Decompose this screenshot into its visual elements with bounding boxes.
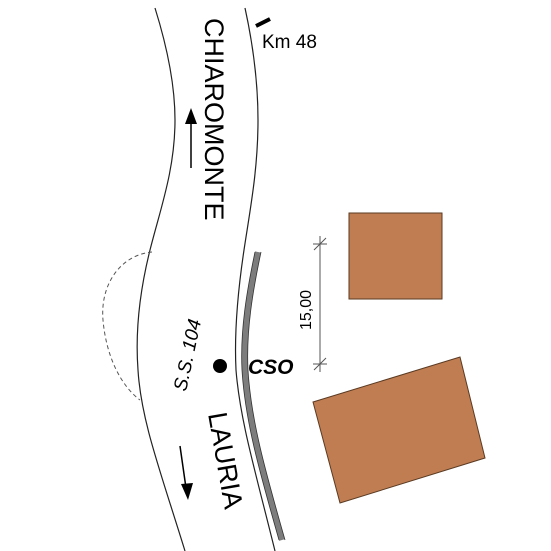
road-right-edge	[234, 7, 276, 551]
km-marker-label: Km 48	[262, 32, 317, 53]
building-north	[348, 212, 443, 300]
arrow-north-icon	[185, 108, 197, 168]
direction-south-label: LAURIA	[202, 410, 248, 511]
barrier-outline-outer	[247, 251, 286, 541]
road-name-label: S.S. 104	[170, 317, 206, 393]
dimension-line	[313, 236, 327, 372]
direction-north-label: CHIAROMONTE	[199, 18, 229, 221]
station-label: CSO	[248, 356, 294, 379]
arrow-south-icon	[179, 445, 193, 500]
dashed-arc	[102, 251, 153, 401]
road-left-edge	[136, 7, 186, 551]
station-point-icon	[213, 359, 227, 373]
km-marker-tick	[255, 17, 271, 28]
building-south	[312, 356, 486, 504]
dimension-label: 15,00	[298, 290, 315, 330]
barrier-outline-inner	[241, 251, 280, 541]
barrier-strip	[241, 251, 285, 541]
